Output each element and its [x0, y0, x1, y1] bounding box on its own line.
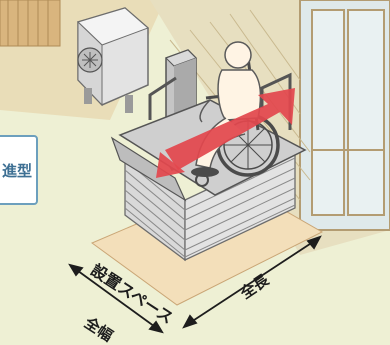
- sliding-door: [299, 0, 390, 231]
- air-conditioner-icon: [77, 7, 149, 113]
- fence: [0, 0, 61, 47]
- type-tab[interactable]: 進型: [0, 135, 38, 205]
- dimension-arrows: [68, 235, 322, 334]
- direction-arrow: [156, 88, 295, 178]
